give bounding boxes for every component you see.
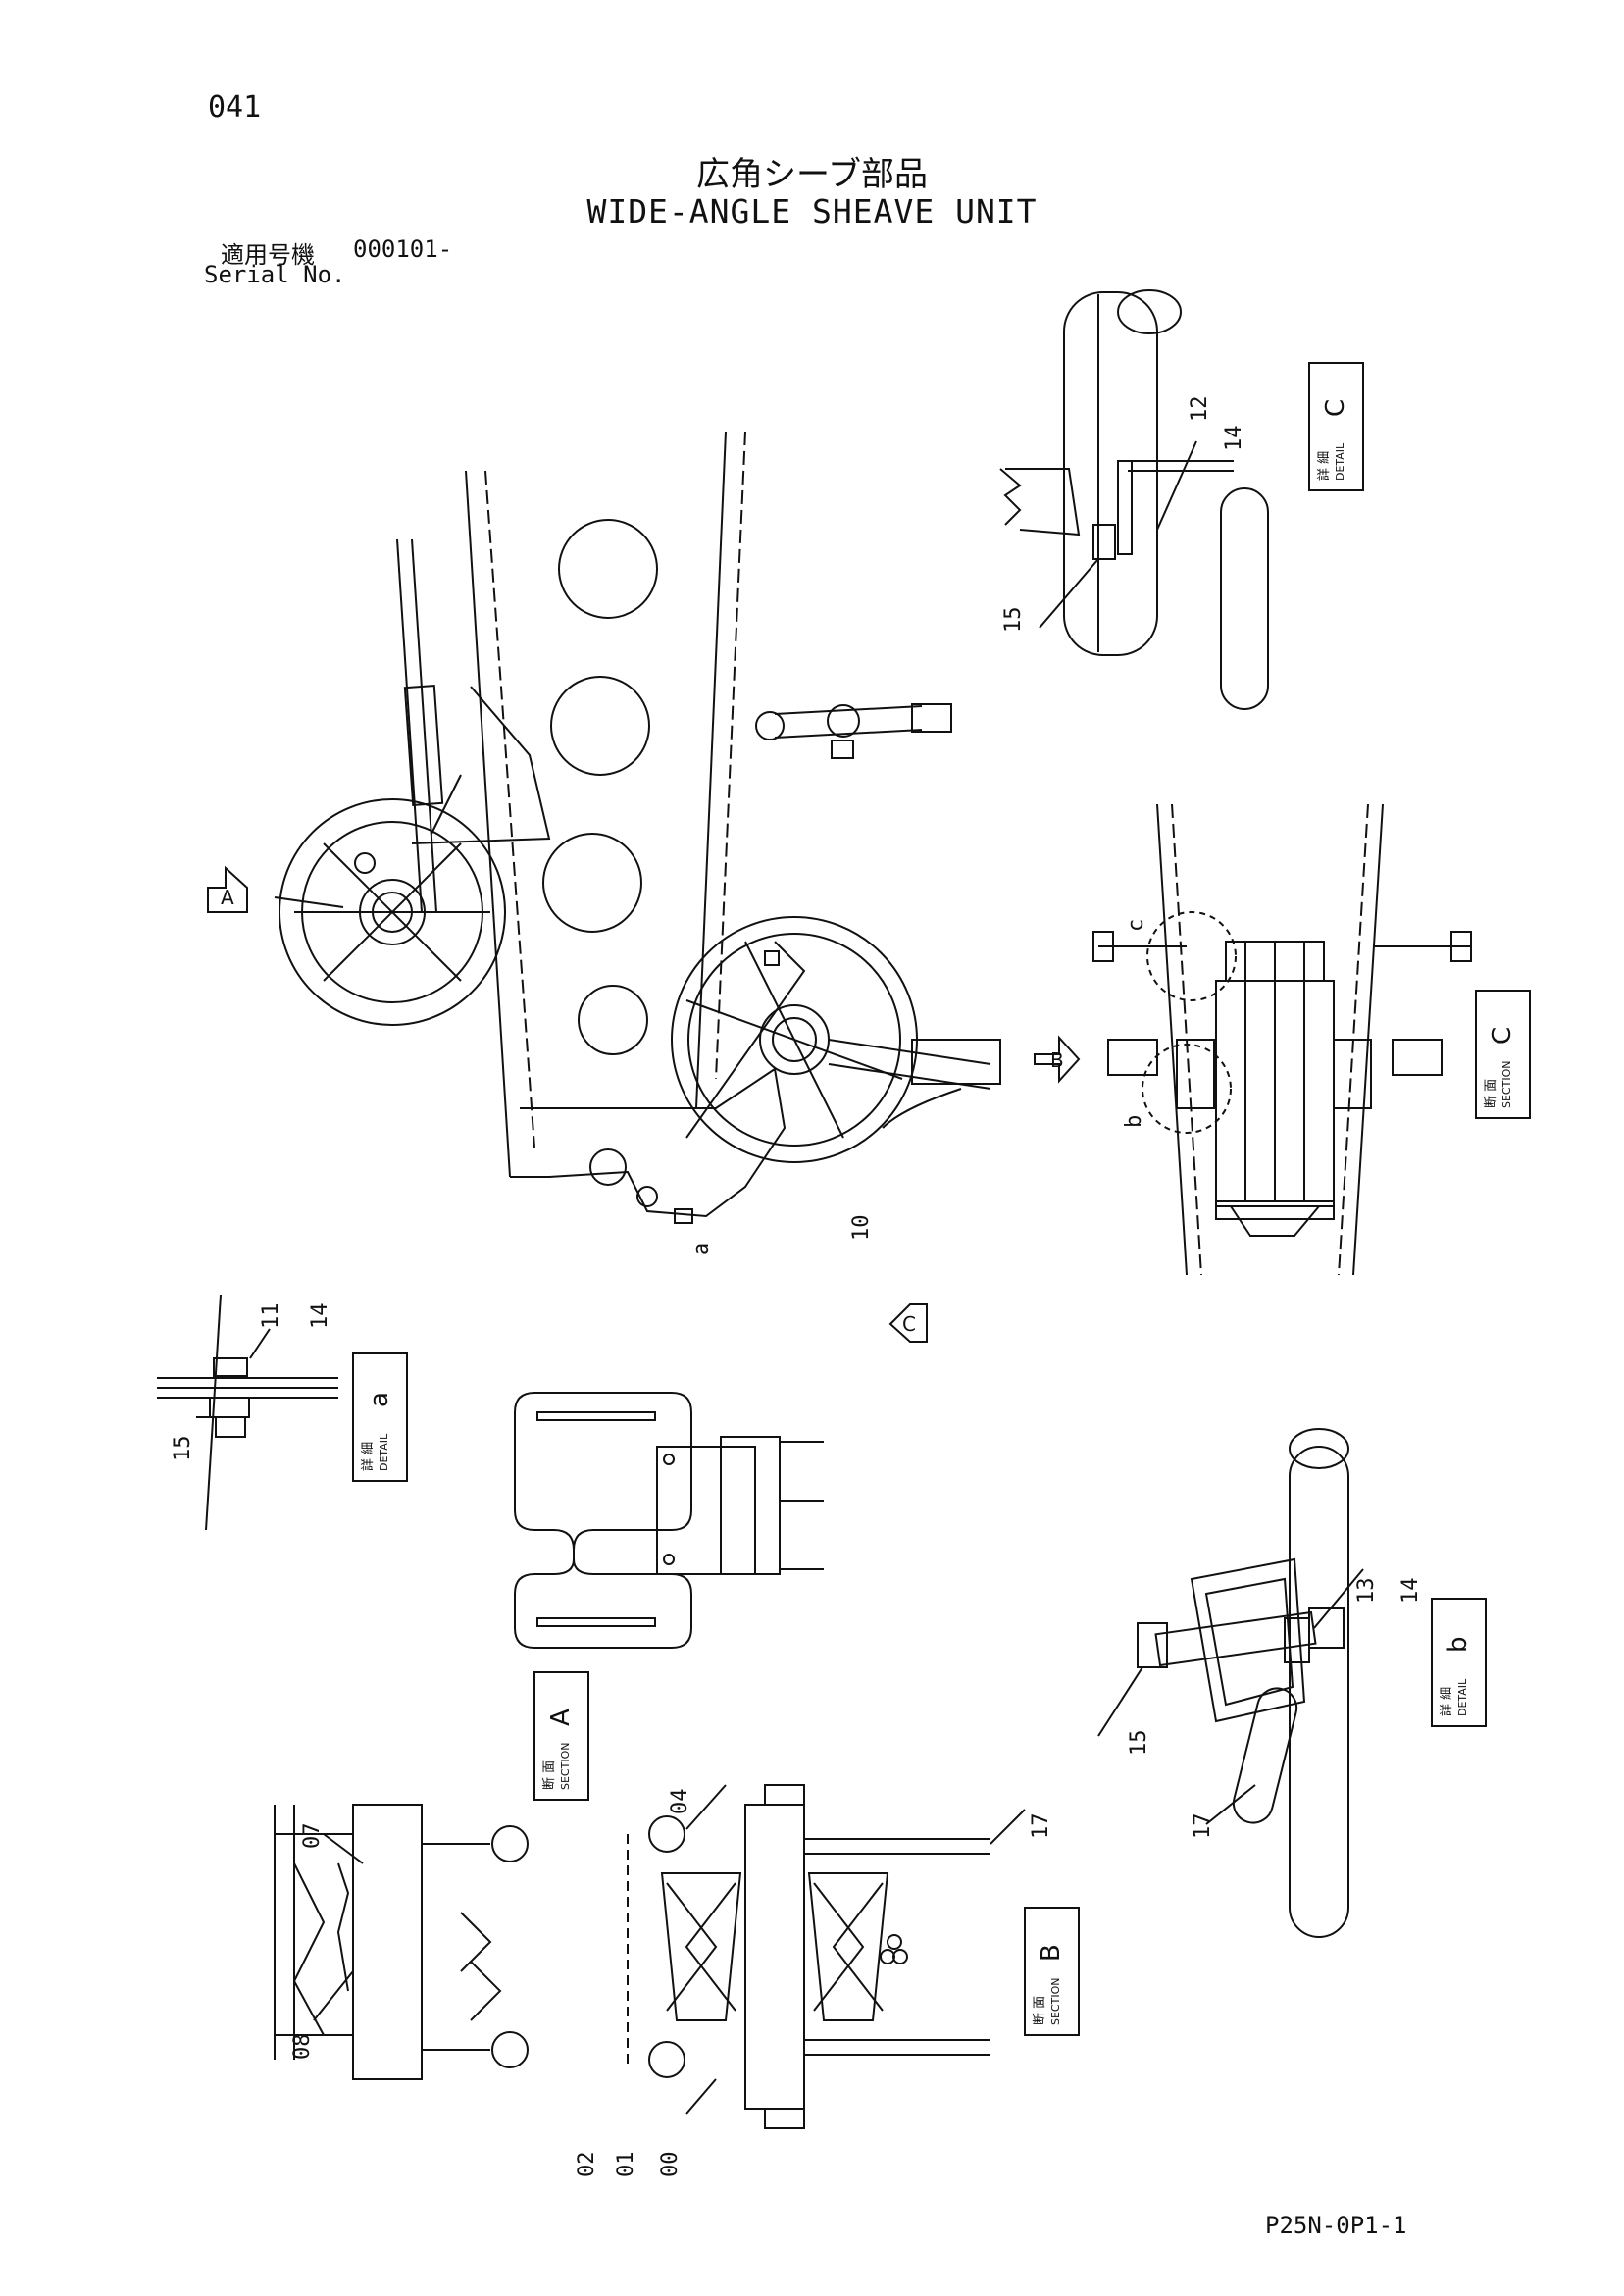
view-marker-c: C: [902, 1312, 916, 1336]
serial-label-japanese: 適用号機: [221, 241, 315, 269]
section-a-tag-frame: [533, 1671, 589, 1801]
svg-text:DETAIL: DETAIL: [1456, 1678, 1469, 1716]
svg-text:b: b: [1444, 1636, 1473, 1653]
detail-a-tag: 詳 細 DETAIL a: [360, 1392, 394, 1471]
callout-17: 17: [1029, 1813, 1053, 1840]
view-marker-b: B: [1050, 1048, 1064, 1072]
section-b-view: [627, 1784, 1026, 2129]
callout-15-detail-a: 15: [171, 1436, 195, 1462]
svg-text:A: A: [546, 1709, 576, 1726]
svg-text:C: C: [1321, 399, 1350, 417]
callout-04: 04: [668, 1789, 692, 1815]
detail-b-tag: 詳 細 DETAIL b: [1439, 1636, 1473, 1716]
section-a-tag: 断 面 SECTION A: [542, 1709, 576, 1790]
section-c-tag-frame: [1475, 990, 1531, 1119]
front-sheave: [671, 916, 1001, 1224]
callout-b-small: b: [1122, 1115, 1146, 1128]
plate-view: [514, 1392, 824, 1649]
section-a-view: [274, 1804, 529, 2080]
detail-a-tag-frame: [352, 1352, 408, 1482]
svg-text:DETAIL: DETAIL: [378, 1433, 390, 1471]
callout-10: 10: [849, 1215, 874, 1242]
svg-text:SECTION: SECTION: [1049, 1978, 1062, 2025]
view-marker-a: A: [221, 886, 234, 909]
section-b-tag-frame: [1024, 1907, 1080, 2036]
callout-17-detail-b: 17: [1191, 1813, 1215, 1840]
detail-b-view: [1097, 1428, 1364, 1938]
callout-13-14: 14: [1398, 1578, 1423, 1605]
callout-07: 07: [300, 1823, 325, 1850]
svg-text:断 面: 断 面: [542, 1760, 557, 1790]
detail-b-tag-frame: [1431, 1598, 1487, 1727]
main-boom-view: [274, 431, 1001, 1224]
svg-text:B: B: [1037, 1944, 1066, 1962]
svg-text:a: a: [365, 1392, 394, 1407]
serial-range: 000101-: [353, 235, 453, 263]
detail-c-tag-frame: [1308, 362, 1364, 491]
view-arrow-c: [888, 1303, 928, 1343]
rear-sheave: [274, 798, 506, 1026]
svg-text:DETAIL: DETAIL: [1334, 442, 1346, 481]
title-english: WIDE-ANGLE SHEAVE UNIT: [586, 192, 1038, 230]
svg-text:詳 細: 詳 細: [360, 1442, 376, 1471]
callout-02: 02: [575, 2152, 599, 2178]
view-arrow-a: [207, 865, 248, 913]
svg-text:断 面: 断 面: [1484, 1079, 1498, 1108]
callout-15-detail-b: 15: [1127, 1730, 1151, 1757]
view-arrow-b: [1034, 1035, 1081, 1084]
page-number: 041: [208, 90, 262, 125]
callout-a: a: [689, 1243, 714, 1255]
callout-11: 11: [259, 1303, 283, 1330]
callout-12-14: 14: [1222, 426, 1246, 452]
detail-a-view: [157, 1294, 338, 1531]
section-c-tag: 断 面 SECTION C: [1484, 1027, 1517, 1108]
callout-13: 13: [1354, 1578, 1379, 1605]
section-b-tag: 断 面 SECTION B: [1033, 1944, 1066, 2025]
detail-c-view: [999, 289, 1269, 710]
svg-text:詳 細: 詳 細: [1316, 451, 1332, 481]
section-c-view: [1092, 803, 1472, 1276]
callout-08: 08: [290, 2034, 315, 2061]
svg-text:断 面: 断 面: [1033, 1996, 1047, 2025]
svg-text:SECTION: SECTION: [559, 1743, 572, 1790]
callout-c-small: c: [1124, 919, 1148, 932]
callout-01: 01: [614, 2152, 638, 2178]
svg-text:C: C: [1488, 1027, 1517, 1045]
callout-11-14: 14: [308, 1303, 332, 1330]
detail-c-tag: 詳 細 DETAIL C: [1316, 399, 1350, 481]
callout-12: 12: [1188, 396, 1212, 423]
svg-text:詳 細: 詳 細: [1439, 1687, 1454, 1716]
callout-00: 00: [658, 2152, 683, 2178]
drawing-code: P25N-0P1-1: [1265, 2212, 1407, 2239]
title-japanese: 広角シーブ部品: [696, 155, 928, 194]
svg-text:SECTION: SECTION: [1500, 1061, 1513, 1108]
serial-label-english: Serial No.: [204, 261, 346, 288]
callout-15-detail-c: 15: [1001, 607, 1026, 634]
